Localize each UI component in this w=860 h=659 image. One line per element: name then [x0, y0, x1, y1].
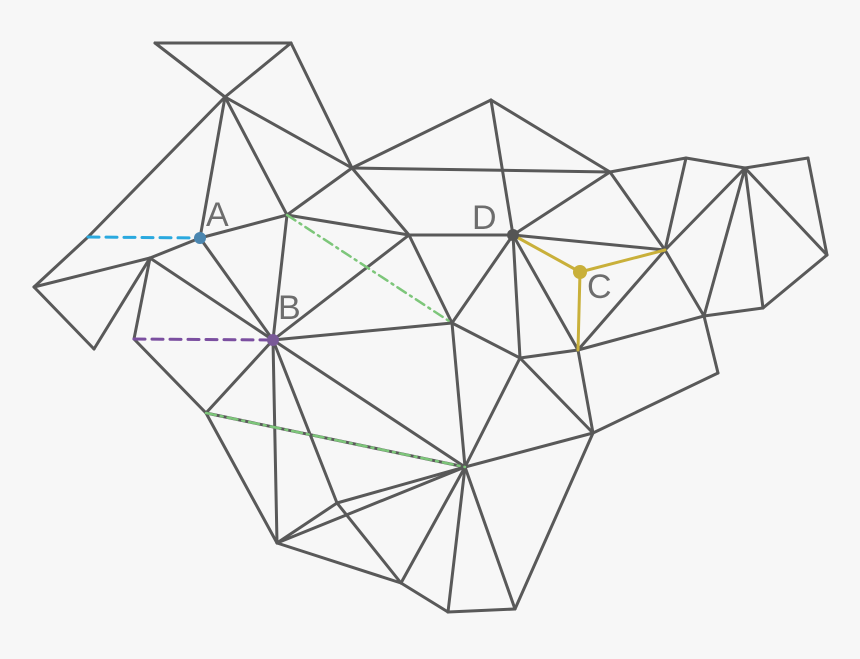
highlighted-connections — [86, 213, 667, 469]
triangle-edge — [684, 156, 747, 170]
triangle-edge — [399, 581, 450, 614]
triangle-edge — [518, 348, 580, 360]
triangle-edge — [275, 501, 339, 545]
triangle-edge — [204, 338, 275, 415]
triangle-edge — [285, 166, 354, 217]
triangle-edge — [399, 465, 467, 585]
triangle-edge — [275, 541, 403, 585]
triangle-edge — [702, 166, 747, 318]
triangle-edge — [450, 233, 515, 325]
dashed-connection-b — [132, 337, 275, 342]
triangle-edge — [32, 285, 96, 351]
triangle-edge — [289, 41, 354, 170]
voronoi-edge-c-bottom — [576, 270, 582, 352]
triangle-edge — [489, 98, 612, 174]
triangle-edge — [743, 156, 810, 170]
triangle-edge — [223, 95, 354, 170]
triangle-edge — [576, 314, 706, 352]
voronoi-edge-c-right — [578, 248, 667, 274]
triangle-edge — [761, 253, 829, 310]
triangle-edge — [271, 338, 279, 545]
triangle-edge — [518, 356, 595, 435]
triangle-edge — [511, 233, 667, 252]
triangle-edge — [608, 170, 667, 252]
triangle-edge — [86, 95, 227, 239]
triangle-edge — [450, 321, 467, 469]
triangle-edge — [148, 236, 202, 260]
triangle-edge — [511, 233, 522, 360]
triangle-edge — [743, 166, 765, 310]
triangle-edge — [198, 213, 289, 240]
label-b: B — [278, 289, 301, 327]
triangle-edge — [576, 248, 667, 352]
triangle-edge — [591, 371, 720, 435]
triangle-edge — [489, 98, 515, 237]
triangle-edge — [335, 501, 403, 585]
triangle-edge — [271, 338, 467, 469]
triangle-edge — [285, 213, 411, 237]
triangle-edge — [271, 321, 454, 342]
triangle-edge — [92, 256, 152, 351]
point-c — [573, 265, 587, 279]
point-a — [194, 232, 206, 244]
triangle-edge — [702, 306, 765, 318]
triangle-edge — [132, 337, 208, 415]
triangle-edge — [463, 465, 517, 611]
triangle-edge — [663, 166, 747, 252]
triangle-edge — [463, 431, 595, 469]
triangle-edge — [608, 156, 688, 174]
triangle-edge — [663, 248, 706, 318]
triangle-edge — [271, 338, 339, 505]
triangle-edge — [148, 256, 275, 342]
label-d: D — [472, 199, 497, 237]
triangle-edge — [407, 233, 454, 325]
triangle-edge — [450, 321, 522, 360]
triangle-edge — [350, 166, 612, 174]
point-b — [267, 334, 279, 346]
triangle-edge — [576, 348, 595, 435]
triangle-edge — [446, 465, 467, 614]
triangle-edge — [32, 256, 152, 289]
triangle-edge — [446, 607, 517, 614]
triangle-edge — [350, 166, 411, 237]
label-a: A — [206, 196, 229, 234]
triangle-edge — [198, 236, 275, 342]
triangle-edge — [153, 41, 227, 99]
triangle-edge — [663, 156, 688, 252]
dash-dot-connection-lower — [204, 411, 467, 469]
voronoi-edge-c-d — [511, 233, 582, 274]
triangle-edge — [223, 41, 293, 99]
triangle-edge — [702, 314, 720, 375]
triangle-edge — [463, 356, 522, 469]
triangle-edge — [132, 256, 152, 341]
label-c: C — [587, 268, 612, 306]
triangle-edge — [806, 156, 829, 257]
triangle-edge — [511, 233, 580, 352]
dash-dot-connection-upper — [285, 213, 454, 325]
dashed-connection-a — [86, 235, 202, 240]
triangle-edge — [223, 95, 289, 217]
triangle-edge — [513, 431, 595, 611]
triangle-edge — [743, 166, 829, 257]
triangle-edge — [271, 233, 411, 342]
triangle-edge — [350, 98, 493, 170]
point-d — [507, 229, 519, 241]
triangulation-edges — [32, 41, 829, 614]
triangle-edge — [204, 411, 279, 545]
triangle-edge — [275, 465, 467, 545]
triangle-edge — [198, 95, 227, 240]
triangle-edge — [335, 465, 467, 505]
triangle-edge — [511, 170, 612, 237]
triangle-edge — [32, 235, 90, 289]
labeled-points — [194, 229, 587, 346]
triangle-edge — [271, 213, 289, 342]
